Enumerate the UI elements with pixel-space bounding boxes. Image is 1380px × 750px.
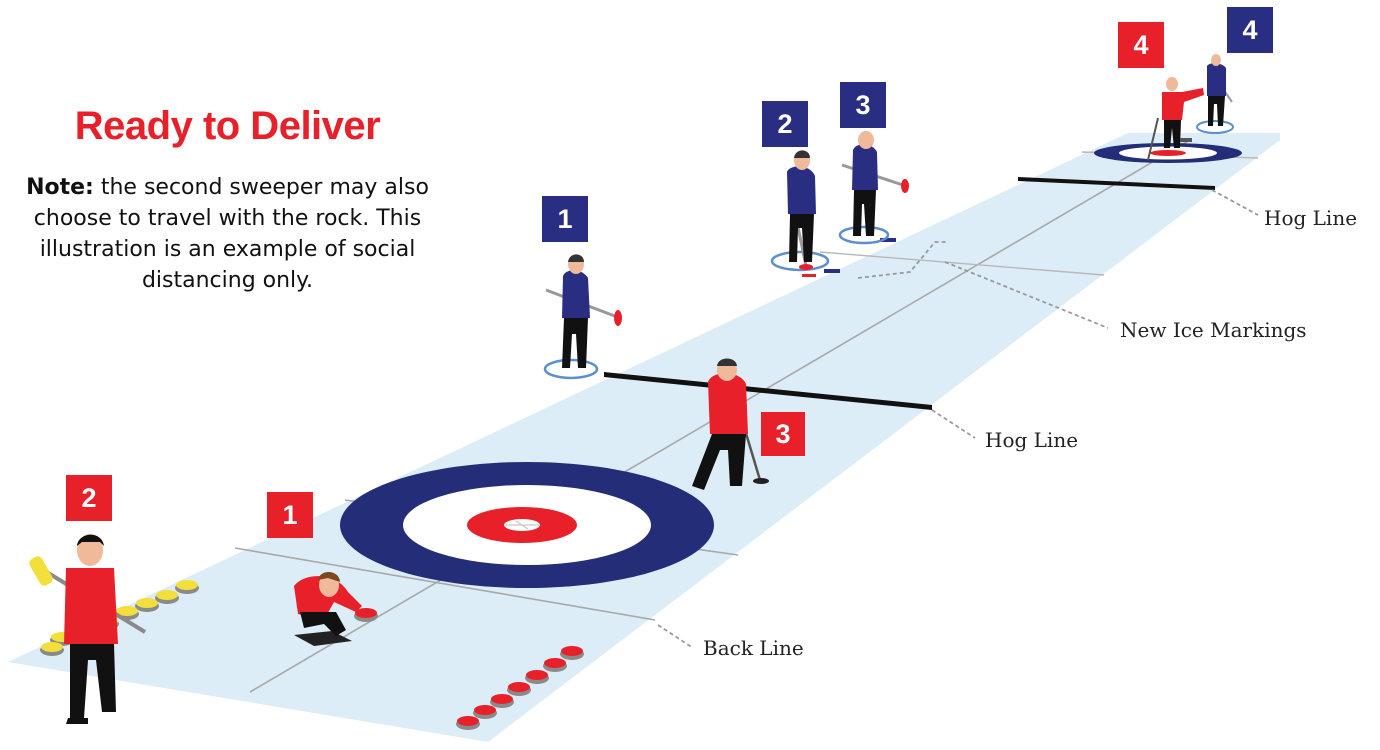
note-text: the second sweeper may also choose to tr…	[34, 175, 429, 293]
badge-blue-2: 2	[762, 101, 808, 147]
callout-back-line: Back Line	[703, 636, 804, 660]
badge-red-3: 3	[761, 412, 805, 456]
badge-red-2: 2	[66, 475, 112, 521]
leader-hog-near	[932, 410, 975, 438]
note-paragraph: Note: the second sweeper may also choose…	[0, 172, 455, 296]
badge-blue-3: 3	[840, 82, 886, 128]
callout-hog-line-far: Hog Line	[1264, 206, 1357, 230]
note-label: Note:	[26, 175, 94, 200]
player-blue-1	[545, 254, 622, 378]
badge-red-1: 1	[267, 492, 313, 538]
house-near	[340, 462, 714, 588]
leader-hog-far	[1212, 190, 1258, 215]
leader-back-line	[658, 625, 693, 648]
player-blue-3	[840, 131, 909, 243]
badge-blue-1: 1	[542, 196, 588, 242]
player-blue-2	[772, 150, 828, 270]
diagram-title: Ready to Deliver	[0, 104, 455, 149]
badge-red-4: 4	[1118, 22, 1164, 68]
callout-new-ice-markings: New Ice Markings	[1120, 318, 1307, 342]
badge-blue-4: 4	[1227, 7, 1273, 53]
callout-hog-line-near: Hog Line	[985, 428, 1078, 452]
